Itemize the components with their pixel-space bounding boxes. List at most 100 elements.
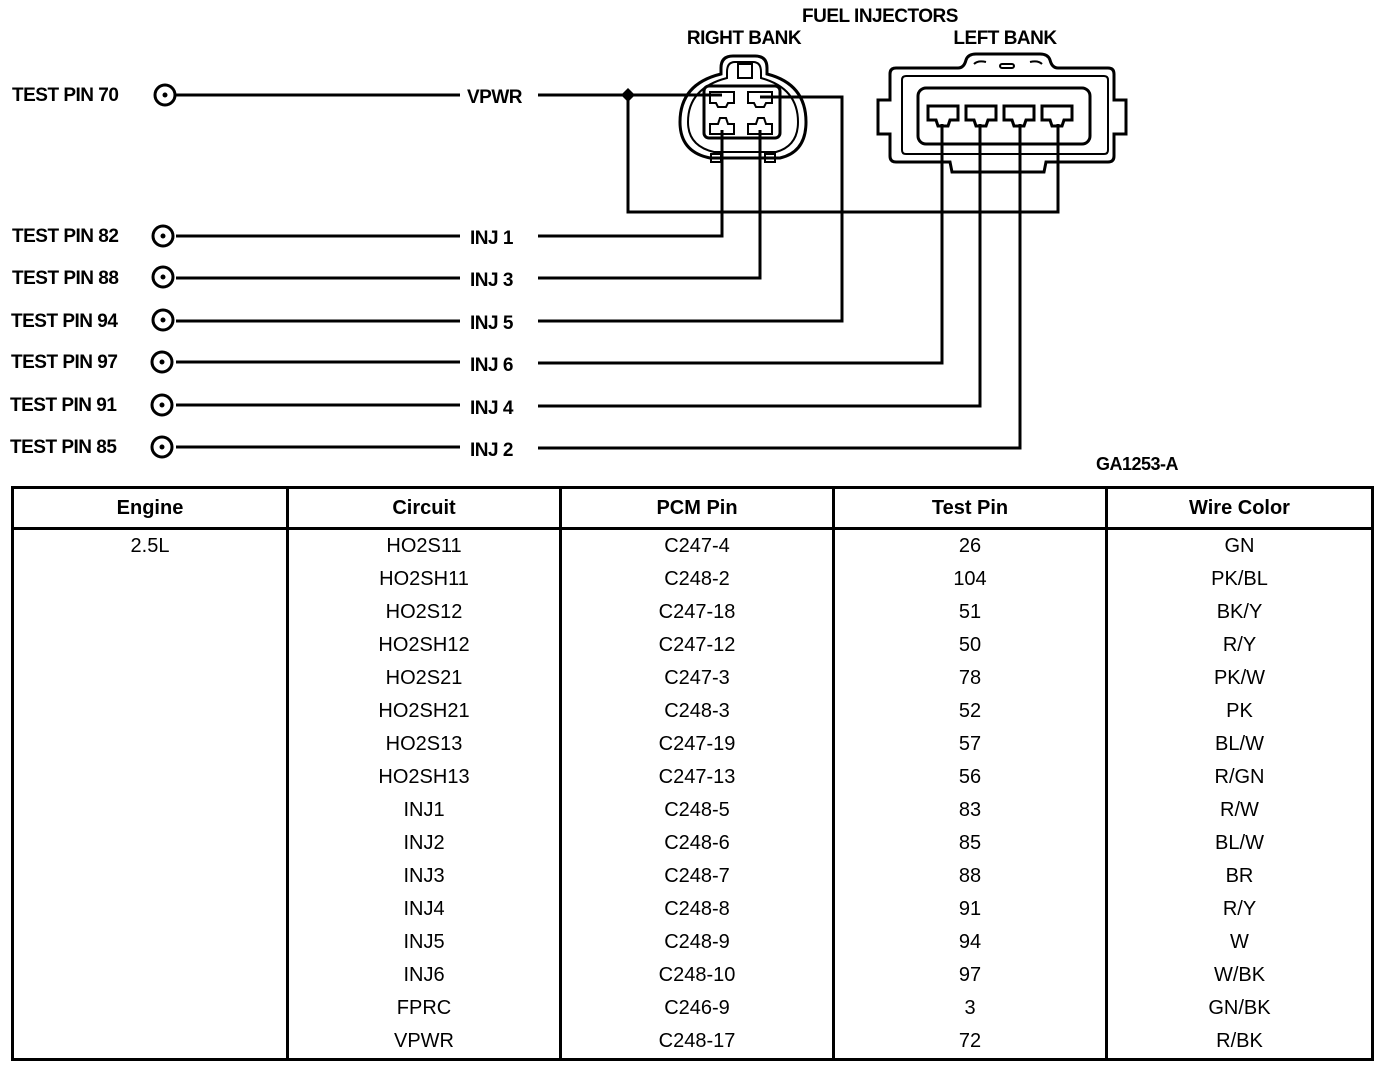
- header-pcm-pin: PCM Pin: [559, 486, 835, 530]
- circuit-value: FPRC: [396, 997, 452, 1019]
- wire-color-value: W/BK: [1213, 964, 1266, 986]
- test-pin-value: 78: [958, 667, 982, 689]
- test-pin-value: 50: [958, 634, 982, 656]
- wire-color-value: R/GN: [1214, 766, 1265, 788]
- pcm-pin-value: C247-12: [658, 634, 736, 656]
- splice-junction: [621, 88, 635, 102]
- header-engine: Engine: [11, 486, 289, 530]
- figure-reference-code: GA1253-A: [1096, 454, 1179, 474]
- engine-value: 2.5L: [130, 535, 170, 557]
- pcm-pin-value: C248-10: [658, 964, 736, 986]
- wire-color-value: GN/BK: [1208, 997, 1271, 1019]
- circuit-label: INJ 4: [470, 398, 514, 419]
- pcm-pin-value: C247-18: [658, 601, 736, 623]
- test-pin-value: 83: [958, 799, 982, 821]
- wire-color-value: R/W: [1220, 799, 1259, 821]
- test-pin-70: TEST PIN 70 VPWR: [12, 83, 523, 108]
- circuit-value: INJ4: [403, 898, 445, 920]
- pcm-pin-value: C248-9: [664, 931, 730, 953]
- wire-color-value: W: [1230, 931, 1249, 953]
- wire-color-value: BL/W: [1215, 832, 1264, 854]
- wire-color-value: BL/W: [1215, 733, 1264, 755]
- pcm-pin-value: C246-9: [664, 997, 730, 1019]
- diagram-title: FUEL INJECTORS: [802, 6, 958, 27]
- circuit-label: INJ 5: [470, 313, 514, 334]
- circuit-value: HO2S13: [385, 733, 463, 755]
- test-pin-value: 3: [964, 997, 976, 1019]
- header-test-pin: Test Pin: [832, 486, 1108, 530]
- pcm-pin-value: C248-2: [664, 568, 730, 590]
- test-pin-94: TEST PIN 94 INJ 5: [11, 308, 514, 334]
- test-pin-value: 91: [958, 898, 982, 920]
- wires: [176, 93, 1060, 450]
- test-pin-value: 85: [958, 832, 982, 854]
- test-pin-88: TEST PIN 88 INJ 3: [12, 265, 513, 291]
- test-pin-91: TEST PIN 91 INJ 4: [10, 393, 514, 419]
- test-pin-label: TEST PIN 94: [11, 311, 118, 332]
- circuit-label: INJ 2: [470, 440, 513, 461]
- test-pin-value: 57: [958, 733, 982, 755]
- wire-color-value: BK/Y: [1216, 601, 1263, 623]
- wire-color-value: BR: [1225, 865, 1254, 887]
- right-bank-connector: [678, 54, 808, 163]
- circuit-value: INJ6: [403, 964, 445, 986]
- test-pin-value: 97: [958, 964, 982, 986]
- pin-table: Engine Circuit PCM Pin Test Pin Wire Col…: [11, 486, 1374, 1061]
- test-pin-value: 51: [958, 601, 982, 623]
- pcm-pin-value: C248-6: [664, 832, 730, 854]
- test-pin-97: TEST PIN 97 INJ 6: [11, 350, 513, 376]
- wire-color-value: PK/BL: [1211, 568, 1268, 590]
- circuit-value: HO2SH11: [379, 568, 469, 590]
- test-pin-value: 52: [958, 700, 982, 722]
- wire-color-value: R/Y: [1222, 898, 1257, 920]
- test-pin-value: 56: [958, 766, 982, 788]
- wiring-diagram: FUEL INJECTORS RIGHT BANK LEFT BANK: [10, 6, 1128, 461]
- pcm-pin-value: C247-19: [658, 733, 736, 755]
- engine-cell: 2.5L: [11, 528, 289, 1060]
- pcm-pin-value: C248-7: [664, 865, 730, 887]
- table-header-row: Engine Circuit PCM Pin Test Pin Wire Col…: [11, 486, 1374, 530]
- wire-color-value: R/BK: [1216, 1030, 1263, 1052]
- circuit-value: HO2S21: [385, 667, 463, 689]
- circuit-value: HO2S12: [385, 601, 463, 623]
- left-bank-connector: [876, 52, 1128, 174]
- circuit-value: INJ5: [403, 931, 445, 953]
- pcm-pin-value: C247-4: [664, 535, 730, 557]
- wire-color-value: GN: [1224, 535, 1255, 557]
- circuit-label: INJ 1: [470, 228, 514, 249]
- wire-color-column: GN PK/BL BK/Y R/Y PK/W PK BL/W R/GN R/W BL/W BR R/Y…: [1105, 528, 1374, 1060]
- test-pin-value: 72: [958, 1030, 982, 1052]
- test-pin-label: TEST PIN 70: [12, 85, 118, 106]
- circuit-label: INJ 3: [470, 270, 513, 291]
- wire-color-value: PK/W: [1213, 667, 1266, 689]
- header-circuit: Circuit: [286, 486, 562, 530]
- circuit-value: INJ1: [403, 799, 445, 821]
- pcm-pin-value: C247-13: [658, 766, 736, 788]
- test-pin-82: TEST PIN 82 INJ 1: [12, 224, 514, 249]
- circuit-value: HO2SH13: [378, 766, 470, 788]
- test-pin-label: TEST PIN 97: [11, 352, 117, 373]
- test-pin-label: TEST PIN 85: [10, 437, 117, 458]
- test-pin-value: 94: [958, 931, 982, 953]
- test-pin-label: TEST PIN 88: [12, 268, 118, 289]
- wire-color-value: PK: [1226, 700, 1253, 722]
- test-pin-label: TEST PIN 91: [10, 395, 117, 416]
- pcm-pin-value: C247-3: [664, 667, 730, 689]
- pcm-pin-value: C248-8: [664, 898, 730, 920]
- test-pin-value: 26: [958, 535, 982, 557]
- circuit-value: INJ2: [403, 832, 445, 854]
- pcm-pin-value: C248-5: [664, 799, 730, 821]
- pcm-pin-value: C248-3: [664, 700, 730, 722]
- right-bank-label: RIGHT BANK: [687, 28, 802, 49]
- pcm-pin-value: C248-17: [658, 1030, 736, 1052]
- wire-color-value: R/Y: [1222, 634, 1257, 656]
- circuit-value: HO2SH21: [378, 700, 470, 722]
- test-pin-label: TEST PIN 82: [12, 226, 118, 247]
- test-pin-85: TEST PIN 85 INJ 2: [10, 435, 513, 461]
- circuit-value: INJ3: [403, 865, 445, 887]
- circuit-label: VPWR: [467, 87, 523, 108]
